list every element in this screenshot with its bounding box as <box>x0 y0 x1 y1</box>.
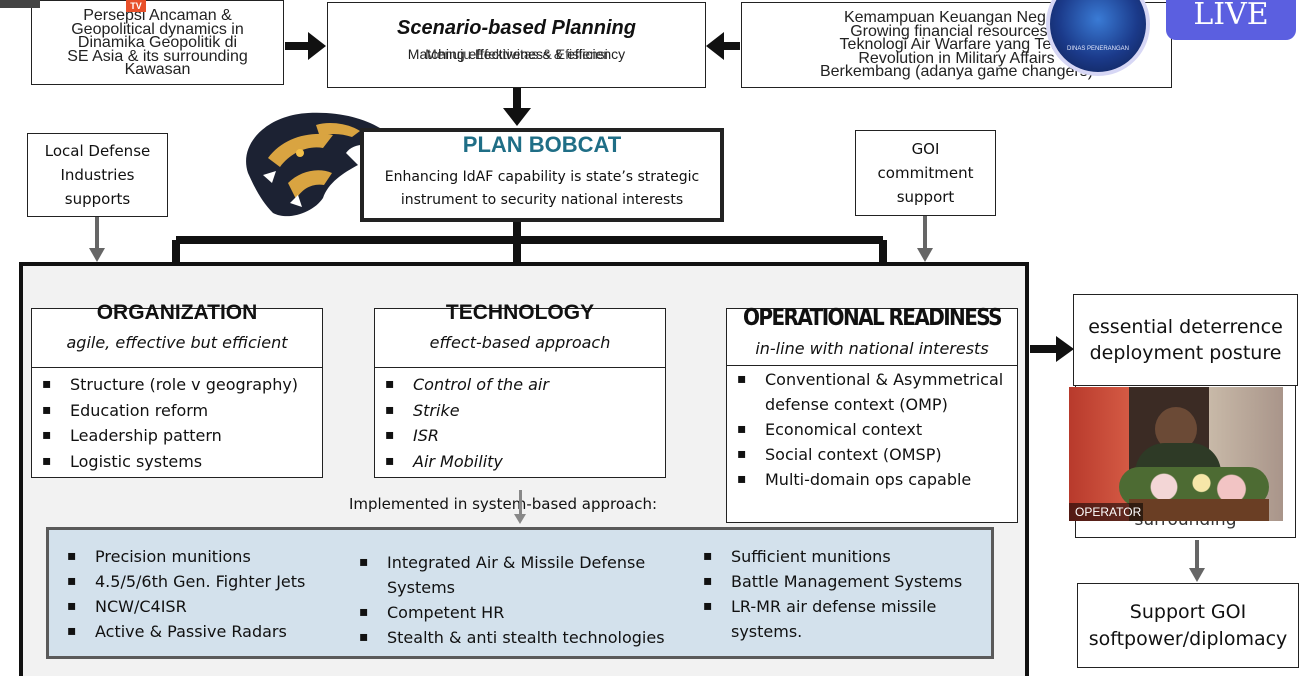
systems-box: Precision munitions 4.5/5/6th Gen. Fight… <box>46 527 994 659</box>
organization-list-box: Structure (role v geography) Education r… <box>31 367 323 478</box>
left-line3: Dinamika Geopolitik di <box>77 34 238 51</box>
local-line3: supports <box>64 190 131 208</box>
organization-header: ORGANIZATION agile, effective but effici… <box>31 301 323 368</box>
right-line1: Kemampuan Keuangan Negara <box>843 9 1070 26</box>
technology-item: Air Mobility <box>375 449 665 475</box>
technology-item: ISR <box>375 423 665 449</box>
local-line2: Industries <box>60 166 135 184</box>
technology-list: Control of the air Strike ISR Air Mobili… <box>375 372 665 474</box>
left-line4: SE Asia & its surrounding <box>67 48 248 65</box>
systems-col1: Precision munitions 4.5/5/6th Gen. Fight… <box>57 544 347 644</box>
support-goi-box: Support GOI softpower/diplomacy <box>1077 583 1299 668</box>
right-line2: Growing financial resources & <box>850 23 1063 40</box>
local-defense-industries-box: Local Defense Industries supports <box>27 133 168 217</box>
systems-item: Sufficient munitions <box>693 544 963 569</box>
organization-subtitle: agile, effective but efficient <box>66 333 288 352</box>
systems-item: Active & Passive Radars <box>57 619 347 644</box>
systems-col3: Sufficient munitions Battle Management S… <box>693 544 963 644</box>
arrow-right-to-planning-head <box>706 32 724 60</box>
organization-item: Education reform <box>32 398 322 424</box>
readiness-list-box: Conventional & Asymmetrical defense cont… <box>726 365 1018 523</box>
scenario-planning-box: Scenario-based Planning Matching effecti… <box>327 2 706 88</box>
systems-item: Precision munitions <box>57 544 347 569</box>
right-line4: Revolution in Military Affairs <box>858 50 1055 67</box>
organization-item: Leadership pattern <box>32 423 322 449</box>
technology-item: Control of the air <box>375 372 665 398</box>
implemented-label: Implemented in system-based approach: <box>348 495 658 513</box>
systems-item: LR-MR air defense missile systems. <box>693 594 963 644</box>
technology-list-box: Control of the air Strike ISR Air Mobili… <box>374 367 666 478</box>
readiness-item: Conventional & Asymmetrical defense cont… <box>727 367 1005 417</box>
left-line1: Persepsi Ancaman & <box>83 7 232 24</box>
plan-desc-line1: Enhancing IdAF capability is state’s str… <box>384 169 700 185</box>
plan-bobcat-box: PLAN BOBCAT Enhancing IdAF capability is… <box>360 128 724 222</box>
organization-item: Logistic systems <box>32 449 322 475</box>
goi-line2: commitment <box>877 164 974 182</box>
video-caption: OPERATOR <box>1069 503 1143 521</box>
readiness-item: Social context (OMSP) <box>727 442 1005 467</box>
deterrence-box: essential deterrence deployment posture <box>1073 294 1298 386</box>
goi-line3: support <box>896 188 955 206</box>
scenario-title: Scenario-based Planning <box>397 16 636 39</box>
organization-title: ORGANIZATION <box>96 301 258 324</box>
left-line2: Geopolitical dynamics in <box>71 21 244 38</box>
emblem-text: DINAS PENERANGAN <box>1066 46 1129 52</box>
systems-item: Stealth & anti stealth technologies <box>349 625 669 650</box>
systems-item: Competent HR <box>349 600 669 625</box>
readiness-item: Economical context <box>727 417 1005 442</box>
systems-item: Battle Management Systems <box>693 569 963 594</box>
podium <box>1129 499 1269 521</box>
readiness-item: Multi-domain ops capable <box>727 467 1005 492</box>
plan-title: PLAN BOBCAT <box>462 132 622 157</box>
technology-item: Strike <box>375 398 665 424</box>
scenario-subtitle-en: Matching effectiveness & efficiency <box>407 45 626 62</box>
systems-item: NCW/C4ISR <box>57 594 347 619</box>
right-line5: Berkembang (adanya game changers) <box>819 63 1094 80</box>
readiness-header: OPERATIONAL READINESS in-line with natio… <box>726 303 1018 366</box>
arrow-planning-to-plan-head <box>503 108 531 126</box>
readiness-title: OPERATIONAL READINESS <box>743 303 1003 331</box>
systems-col2: Integrated Air & Missile Defense Systems… <box>349 550 669 650</box>
arrow-left-to-planning-head <box>308 32 326 60</box>
scenario-subtitle-id: Menuju Efektivitas & Efisiensi <box>425 45 608 62</box>
left-line5: Kawasan <box>124 61 191 78</box>
local-line1: Local Defense <box>44 142 151 160</box>
goi-line1: GOI <box>911 140 940 158</box>
tv-badge: TV <box>126 0 146 12</box>
systems-item: 4.5/5/6th Gen. Fighter Jets <box>57 569 347 594</box>
technology-header: TECHNOLOGY effect-based approach <box>374 301 666 368</box>
readiness-list: Conventional & Asymmetrical defense cont… <box>727 367 1005 492</box>
goi-commitment-box: GOI commitment support <box>855 130 996 216</box>
live-badge: LIVE <box>1166 0 1296 40</box>
technology-subtitle: effect-based approach <box>429 333 611 352</box>
organization-list: Structure (role v geography) Education r… <box>32 372 322 474</box>
organization-item: Structure (role v geography) <box>32 372 322 398</box>
tiger-emblem-icon <box>228 103 398 223</box>
right-line3: Teknologi Air Warfare yang Terus <box>839 36 1074 53</box>
threat-perception-box: Persepsi Ancaman & Geopolitical dynamics… <box>31 0 284 85</box>
systems-item: Integrated Air & Missile Defense Systems <box>349 550 669 600</box>
logo-strip <box>0 0 40 8</box>
implemented-connector <box>519 490 522 516</box>
readiness-subtitle: in-line with national interests <box>755 339 989 358</box>
technology-title: TECHNOLOGY <box>445 301 595 324</box>
speaker-video-thumbnail[interactable]: OPERATOR <box>1069 387 1283 521</box>
plan-desc-line2: instrument to security national interest… <box>400 192 684 208</box>
